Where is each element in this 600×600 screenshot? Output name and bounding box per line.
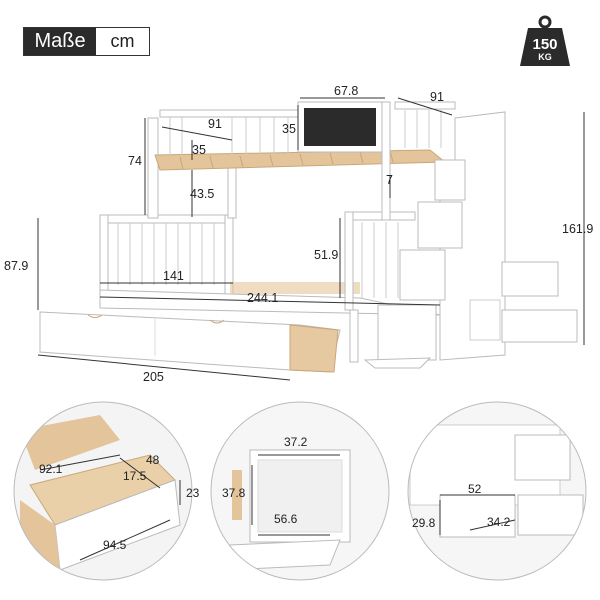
dim-lower-bed-width: 141 (163, 269, 184, 283)
dim-top-depth-left: 91 (208, 117, 222, 131)
staircase (363, 111, 578, 369)
unit-header: Maße cm (23, 27, 150, 56)
dim-top-depth-right: 91 (430, 90, 444, 104)
dim-shelf-width: 52 (468, 482, 482, 496)
weight-unit: KG (538, 52, 552, 62)
dim-cabinet-width: 37.2 (284, 435, 308, 449)
dim-total-length: 244.1 (247, 291, 279, 305)
dim-drawer-length: 94.5 (103, 538, 127, 552)
dim-drawer-height: 23 (186, 486, 200, 500)
weight-value: 150 (532, 36, 558, 53)
trundle-drawer (39, 311, 341, 373)
upper-bed (147, 101, 456, 221)
header-unit: cm (110, 31, 135, 51)
dim-drawer-depth: 48 (146, 453, 160, 467)
dim-drawer-width: 92.1 (39, 462, 63, 476)
dim-upper-height: 74 (128, 154, 142, 168)
detail-shelf (408, 402, 586, 580)
dim-shelf-height: 29.8 (412, 516, 436, 530)
dim-rail-height-top: 35 (282, 122, 296, 136)
dim-total-height-left: 87.9 (4, 259, 29, 273)
detail-cabinet (211, 402, 389, 580)
dim-cabinet-depth: 56.6 (274, 512, 298, 526)
dim-under-upper: 43.5 (190, 187, 215, 201)
dim-lower-guard: 51.9 (314, 248, 339, 262)
dim-total-height-right: 161.9 (562, 222, 594, 236)
dim-gap-top: 35 (192, 143, 206, 157)
dim-step-gap: 7 (386, 173, 393, 187)
dim-drawer-length: 205 (143, 370, 164, 384)
dim-cabinet-height: 37.8 (222, 486, 246, 500)
detail-drawer (14, 402, 192, 580)
lower-bed (99, 211, 441, 363)
dim-shelf-depth: 34.2 (487, 515, 511, 529)
dim-top-rail-width: 67.8 (334, 84, 359, 98)
header-label: Maße (24, 28, 96, 55)
dim-drawer-inner: 17.5 (123, 469, 147, 483)
dimension-lines (37, 97, 585, 381)
weight-icon: 150 KG (518, 14, 572, 68)
